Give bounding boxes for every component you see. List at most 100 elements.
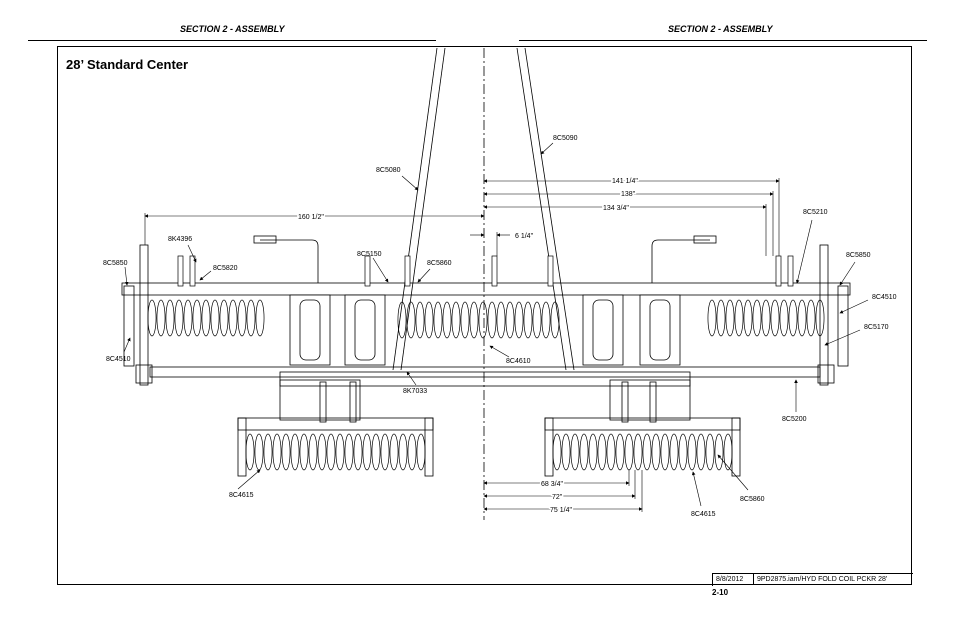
coil-loop	[219, 299, 229, 337]
dim-141: 141 1/4"	[612, 178, 638, 185]
coil-loop	[606, 433, 616, 471]
coil-loop	[442, 301, 452, 339]
part-8C5150: 8C5150	[357, 251, 382, 258]
coil-loop	[254, 433, 264, 471]
coil-loop	[714, 433, 724, 471]
gauge-wheels	[289, 294, 681, 366]
coil-loop	[183, 299, 193, 337]
part-8C4510-left: 8C4510	[106, 356, 131, 363]
coil-loop	[687, 433, 697, 471]
coil-loop	[514, 301, 524, 339]
coil-loop	[353, 433, 363, 471]
coil-loop	[815, 299, 825, 337]
coil-loop	[389, 433, 399, 471]
leader-lines	[123, 142, 869, 507]
coil-packer-upper	[147, 299, 825, 339]
part-8C4610: 8C4610	[506, 358, 531, 365]
coil-loop	[505, 301, 515, 339]
coil-loop	[779, 299, 789, 337]
coil-loop	[147, 299, 157, 337]
header-rule-right	[519, 40, 927, 41]
coil-loop	[237, 299, 247, 337]
title-block-divider	[753, 573, 754, 585]
part-8C5860-top: 8C5860	[427, 260, 452, 267]
coil-loop	[192, 299, 202, 337]
gauge-wheel-arms	[253, 235, 717, 283]
section-header-left: SECTION 2 - ASSEMBLY	[180, 24, 285, 34]
coil-loop	[561, 433, 571, 471]
part-8C5210: 8C5210	[803, 209, 828, 216]
coil-loop	[532, 301, 542, 339]
coil-loop	[228, 299, 238, 337]
coil-loop	[541, 301, 551, 339]
coil-loop	[660, 433, 670, 471]
coil-loop	[579, 433, 589, 471]
coil-loop	[156, 299, 166, 337]
part-8C4510-right: 8C4510	[872, 294, 897, 301]
part-8K7033: 8K7033	[403, 388, 427, 395]
dimension-lines	[144, 178, 780, 512]
coil-loop	[281, 433, 291, 471]
drawing-date: 8/8/2012	[716, 576, 744, 583]
coil-loop	[335, 433, 345, 471]
coil-loop	[272, 433, 282, 471]
lift-link-left	[392, 47, 446, 371]
coil-loop	[523, 301, 533, 339]
coil-loop	[245, 433, 255, 471]
coil-loop	[788, 299, 798, 337]
coil-loop	[397, 301, 407, 339]
coil-loop	[550, 301, 560, 339]
part-8K4396: 8K4396	[168, 236, 192, 243]
coil-packer-lower	[245, 433, 733, 471]
coil-loop	[255, 299, 265, 337]
coil-loop	[496, 301, 506, 339]
dim-68: 68 3/4"	[541, 481, 563, 488]
coil-loop	[424, 301, 434, 339]
coil-loop	[615, 433, 625, 471]
coil-loop	[308, 433, 318, 471]
coil-loop	[371, 433, 381, 471]
coil-loop	[460, 301, 470, 339]
coil-loop	[678, 433, 688, 471]
part-8C5200: 8C5200	[782, 416, 807, 423]
part-8C5850-right: 8C5850	[846, 252, 871, 259]
coil-loop	[734, 299, 744, 337]
dim-6: 6 1/4"	[515, 233, 534, 240]
coil-loop	[210, 299, 220, 337]
coil-loop	[770, 299, 780, 337]
coil-loop	[451, 301, 461, 339]
coil-loop	[761, 299, 771, 337]
coil-loop	[469, 301, 479, 339]
coil-loop	[552, 433, 562, 471]
coil-loop	[743, 299, 753, 337]
coil-loop	[624, 433, 634, 471]
dim-72: 72"	[552, 494, 563, 501]
coil-loop	[806, 299, 816, 337]
coil-loop	[380, 433, 390, 471]
dim-75: 75 1/4"	[550, 507, 572, 514]
drawing-frame	[57, 46, 912, 585]
coil-loop	[716, 299, 726, 337]
page-number: 2-10	[712, 588, 729, 597]
coil-loop	[597, 433, 607, 471]
coil-loop	[696, 433, 706, 471]
coil-loop	[633, 433, 643, 471]
lower-packer-frames	[237, 379, 741, 477]
coil-loop	[290, 433, 300, 471]
coil-loop	[415, 301, 425, 339]
coil-loop	[651, 433, 661, 471]
coil-loop	[752, 299, 762, 337]
coil-loop	[174, 299, 184, 337]
coil-loop	[642, 433, 652, 471]
coil-loop	[487, 301, 497, 339]
section-header-right: SECTION 2 - ASSEMBLY	[668, 24, 773, 34]
coil-loop	[362, 433, 372, 471]
frame-uprights	[177, 255, 794, 287]
coil-loop	[478, 301, 488, 339]
coil-loop	[797, 299, 807, 337]
dim-134: 134 3/4"	[603, 205, 629, 212]
page-title: 28’ Standard Center	[66, 57, 189, 72]
coil-loop	[299, 433, 309, 471]
part-8C5080: 8C5080	[376, 167, 401, 174]
